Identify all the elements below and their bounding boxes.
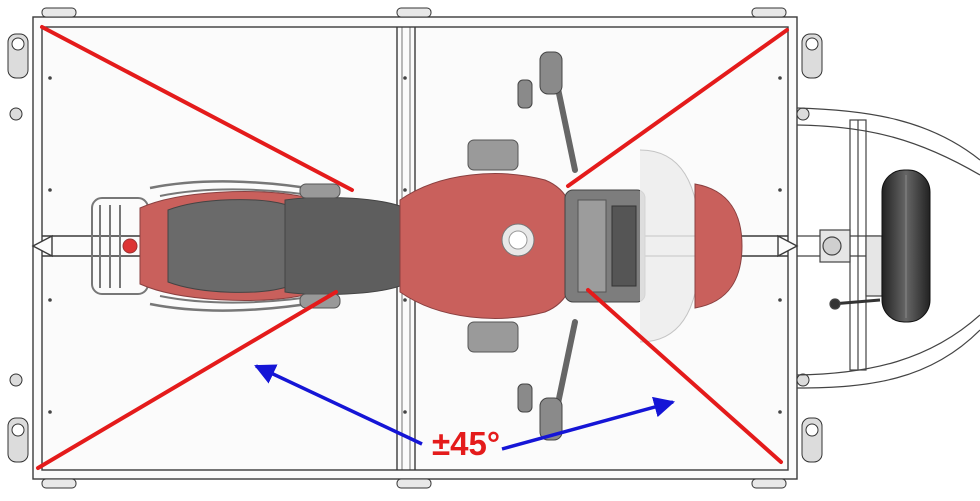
rotation-arrows <box>254 364 676 451</box>
arrow-icon <box>501 396 676 451</box>
arrow-icon <box>254 364 423 446</box>
diagonal-lines <box>36 25 789 470</box>
corner-rollers <box>7 33 823 463</box>
motorcycle-icon <box>91 51 743 441</box>
angle-label: ±45° <box>432 425 500 462</box>
tie-down-clamps <box>41 7 787 489</box>
wheel-icon <box>881 169 931 323</box>
frame-bolts <box>48 76 782 414</box>
